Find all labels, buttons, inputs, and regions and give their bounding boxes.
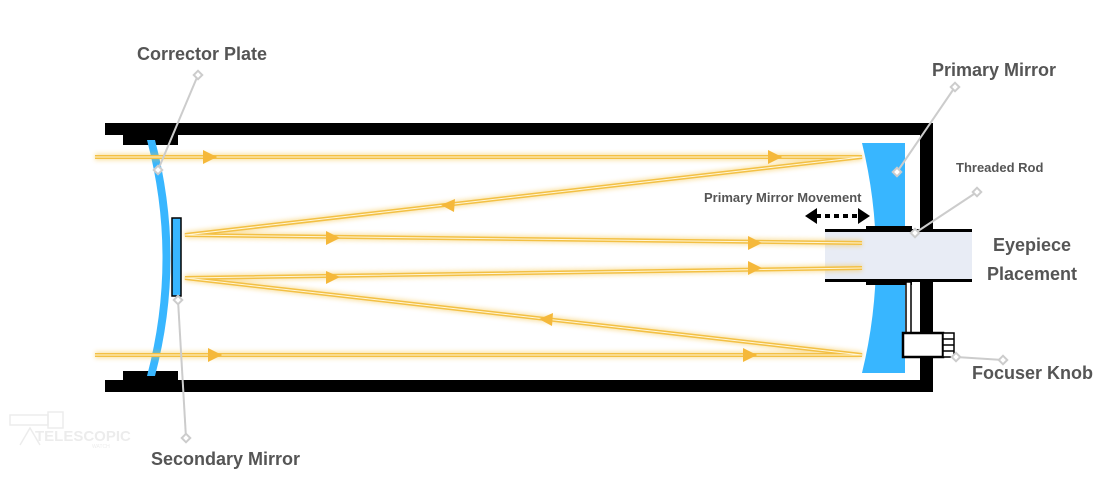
secondary-mirror-label: Secondary Mirror [151, 449, 301, 469]
eyepiece-tube [825, 230, 972, 280]
eyepiece-label-line2: Placement [986, 264, 1078, 284]
primary-mirror-movement-label: Primary Mirror Movement [704, 190, 862, 205]
corrector-plate-label: Corrector Plate [137, 44, 268, 64]
svg-text:TELESCOPIC: TELESCOPIC [35, 428, 131, 445]
primary-mirror-movement-arrow [805, 208, 870, 224]
corrector-plate [147, 140, 171, 376]
eyepiece-placement-label: Eyepiece Placement [977, 231, 1087, 289]
ray-direction-arrows [203, 150, 782, 362]
threaded-rod-label: Threaded Rod [956, 160, 1044, 175]
watermark-logo: TELESCOPIC WATCH [9, 411, 131, 450]
light-rays [95, 150, 863, 362]
label-pointers [152, 69, 1009, 444]
svg-text:WATCH: WATCH [92, 444, 110, 450]
secondary-mirror [171, 217, 182, 297]
focuser-knob [901, 281, 955, 359]
threaded-rod [866, 226, 912, 231]
focuser-knob-label: Focuser Knob [972, 363, 1094, 383]
primary-mirror-label: Primary Mirror [932, 60, 1057, 80]
eyepiece-label-line1: Eyepiece [992, 235, 1072, 255]
